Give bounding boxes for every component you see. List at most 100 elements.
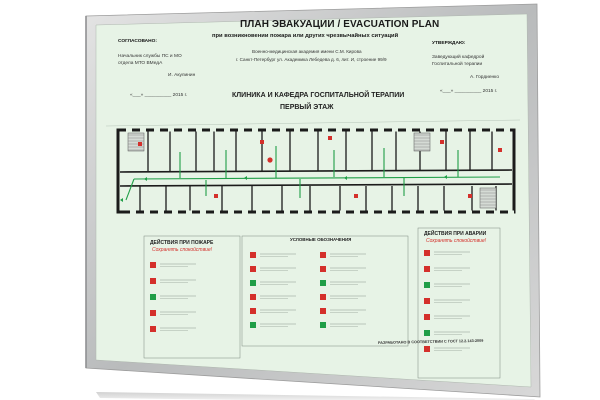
safety-signs <box>150 250 470 352</box>
window <box>144 210 150 214</box>
approval-left-date: «___» __________ 2015 г. <box>130 93 188 98</box>
approval-left-heading: СОГЛАСОВАНО: <box>118 39 157 44</box>
evacuation-route <box>125 178 135 201</box>
accident-action-sign <box>424 314 430 320</box>
window <box>252 128 258 132</box>
route-arrow <box>120 198 123 202</box>
fire-equipment-marker <box>354 194 358 198</box>
header-separator <box>105 119 521 127</box>
route-arrow <box>244 176 247 180</box>
evacuation-route <box>133 176 501 180</box>
legend-symbol <box>320 266 326 272</box>
fire-action-sign <box>150 326 156 332</box>
window <box>476 128 482 132</box>
fire-equipment-marker <box>328 136 332 140</box>
fire-action-sign <box>150 310 156 316</box>
window <box>172 210 178 214</box>
window <box>434 128 440 132</box>
window <box>326 210 332 214</box>
fire-actions-title: ДЕЙСТВИЯ ПРИ ПОЖАРЕ <box>150 240 214 246</box>
window <box>280 128 286 132</box>
fire-equipment-marker <box>440 140 444 144</box>
fire-equipment-marker <box>214 194 218 198</box>
window <box>504 128 510 132</box>
legend-symbol <box>250 322 256 328</box>
window <box>228 210 234 214</box>
window <box>354 210 360 214</box>
window <box>200 210 206 214</box>
legend-symbol <box>320 252 326 258</box>
fire-actions-subtitle: Сохранять спокойствие! <box>152 247 213 253</box>
fire-equipment-marker <box>260 140 264 144</box>
window <box>312 210 318 214</box>
accident-actions-title: ДЕЙСТВИЯ ПРИ АВАРИИ <box>424 231 487 237</box>
window <box>256 210 262 214</box>
window <box>242 210 248 214</box>
accident-action-sign <box>424 346 430 352</box>
legend-symbol <box>250 252 256 258</box>
legend-symbol <box>250 280 256 286</box>
department-name: КЛИНИКА И КАФЕДРА ГОСПИТАЛЬНОЙ ТЕРАПИИ <box>232 92 405 99</box>
approval-left-name: И. Акулинин <box>168 73 196 78</box>
window <box>406 128 412 132</box>
approval-right-line2: Госпитальной терапии <box>432 62 483 67</box>
fire-equipment-marker <box>468 194 472 198</box>
accident-actions-box <box>417 227 501 379</box>
window <box>378 128 384 132</box>
window <box>336 128 342 132</box>
window <box>452 210 458 214</box>
legend-symbol <box>320 308 326 314</box>
board-shadow <box>96 392 536 400</box>
window <box>494 210 500 214</box>
window <box>266 128 272 132</box>
window <box>238 128 244 132</box>
legend-symbol <box>250 266 256 272</box>
window <box>322 128 328 132</box>
window <box>270 210 276 214</box>
staircase-outline <box>413 132 431 152</box>
window <box>368 210 374 214</box>
fire-action-sign <box>150 278 156 284</box>
staircase <box>413 132 431 152</box>
legend-box <box>241 235 409 347</box>
accident-action-sign <box>424 250 430 256</box>
gost-compliance-note: РАЗРАБОТАНО В СООТВЕТСТВИИ С ГОСТ 12.2.1… <box>377 338 484 345</box>
staircase <box>479 187 497 209</box>
window <box>140 128 146 132</box>
window <box>508 210 514 214</box>
route-arrow <box>444 175 447 179</box>
approval-left-line1: Начальник службы ПС и МО <box>118 54 182 59</box>
fire-equipment-marker <box>138 142 142 146</box>
staircase <box>127 132 145 152</box>
legend-symbol <box>320 294 326 300</box>
window <box>364 128 370 132</box>
window <box>182 128 188 132</box>
window <box>196 128 202 132</box>
legend-title: УСЛОВНЫЕ ОБОЗНАЧЕНИЯ <box>290 237 352 242</box>
window <box>410 210 416 214</box>
window <box>214 210 220 214</box>
legend-symbol <box>320 280 326 286</box>
window <box>396 210 402 214</box>
window <box>382 210 388 214</box>
staircase-outline <box>127 132 145 152</box>
window <box>480 210 486 214</box>
window <box>186 210 192 214</box>
plan-subtitle: при возникновении пожара или других чрез… <box>212 33 399 39</box>
accident-action-sign <box>424 266 430 272</box>
window <box>308 128 314 132</box>
fire-equipment-marker <box>498 148 502 152</box>
window <box>438 210 444 214</box>
window <box>462 128 468 132</box>
legend-symbol <box>250 308 256 314</box>
approval-left-line2: отдела МТО ВМедА <box>118 61 163 66</box>
window <box>126 128 132 132</box>
window <box>392 128 398 132</box>
accident-action-sign <box>424 330 430 336</box>
window <box>168 128 174 132</box>
window <box>224 128 230 132</box>
